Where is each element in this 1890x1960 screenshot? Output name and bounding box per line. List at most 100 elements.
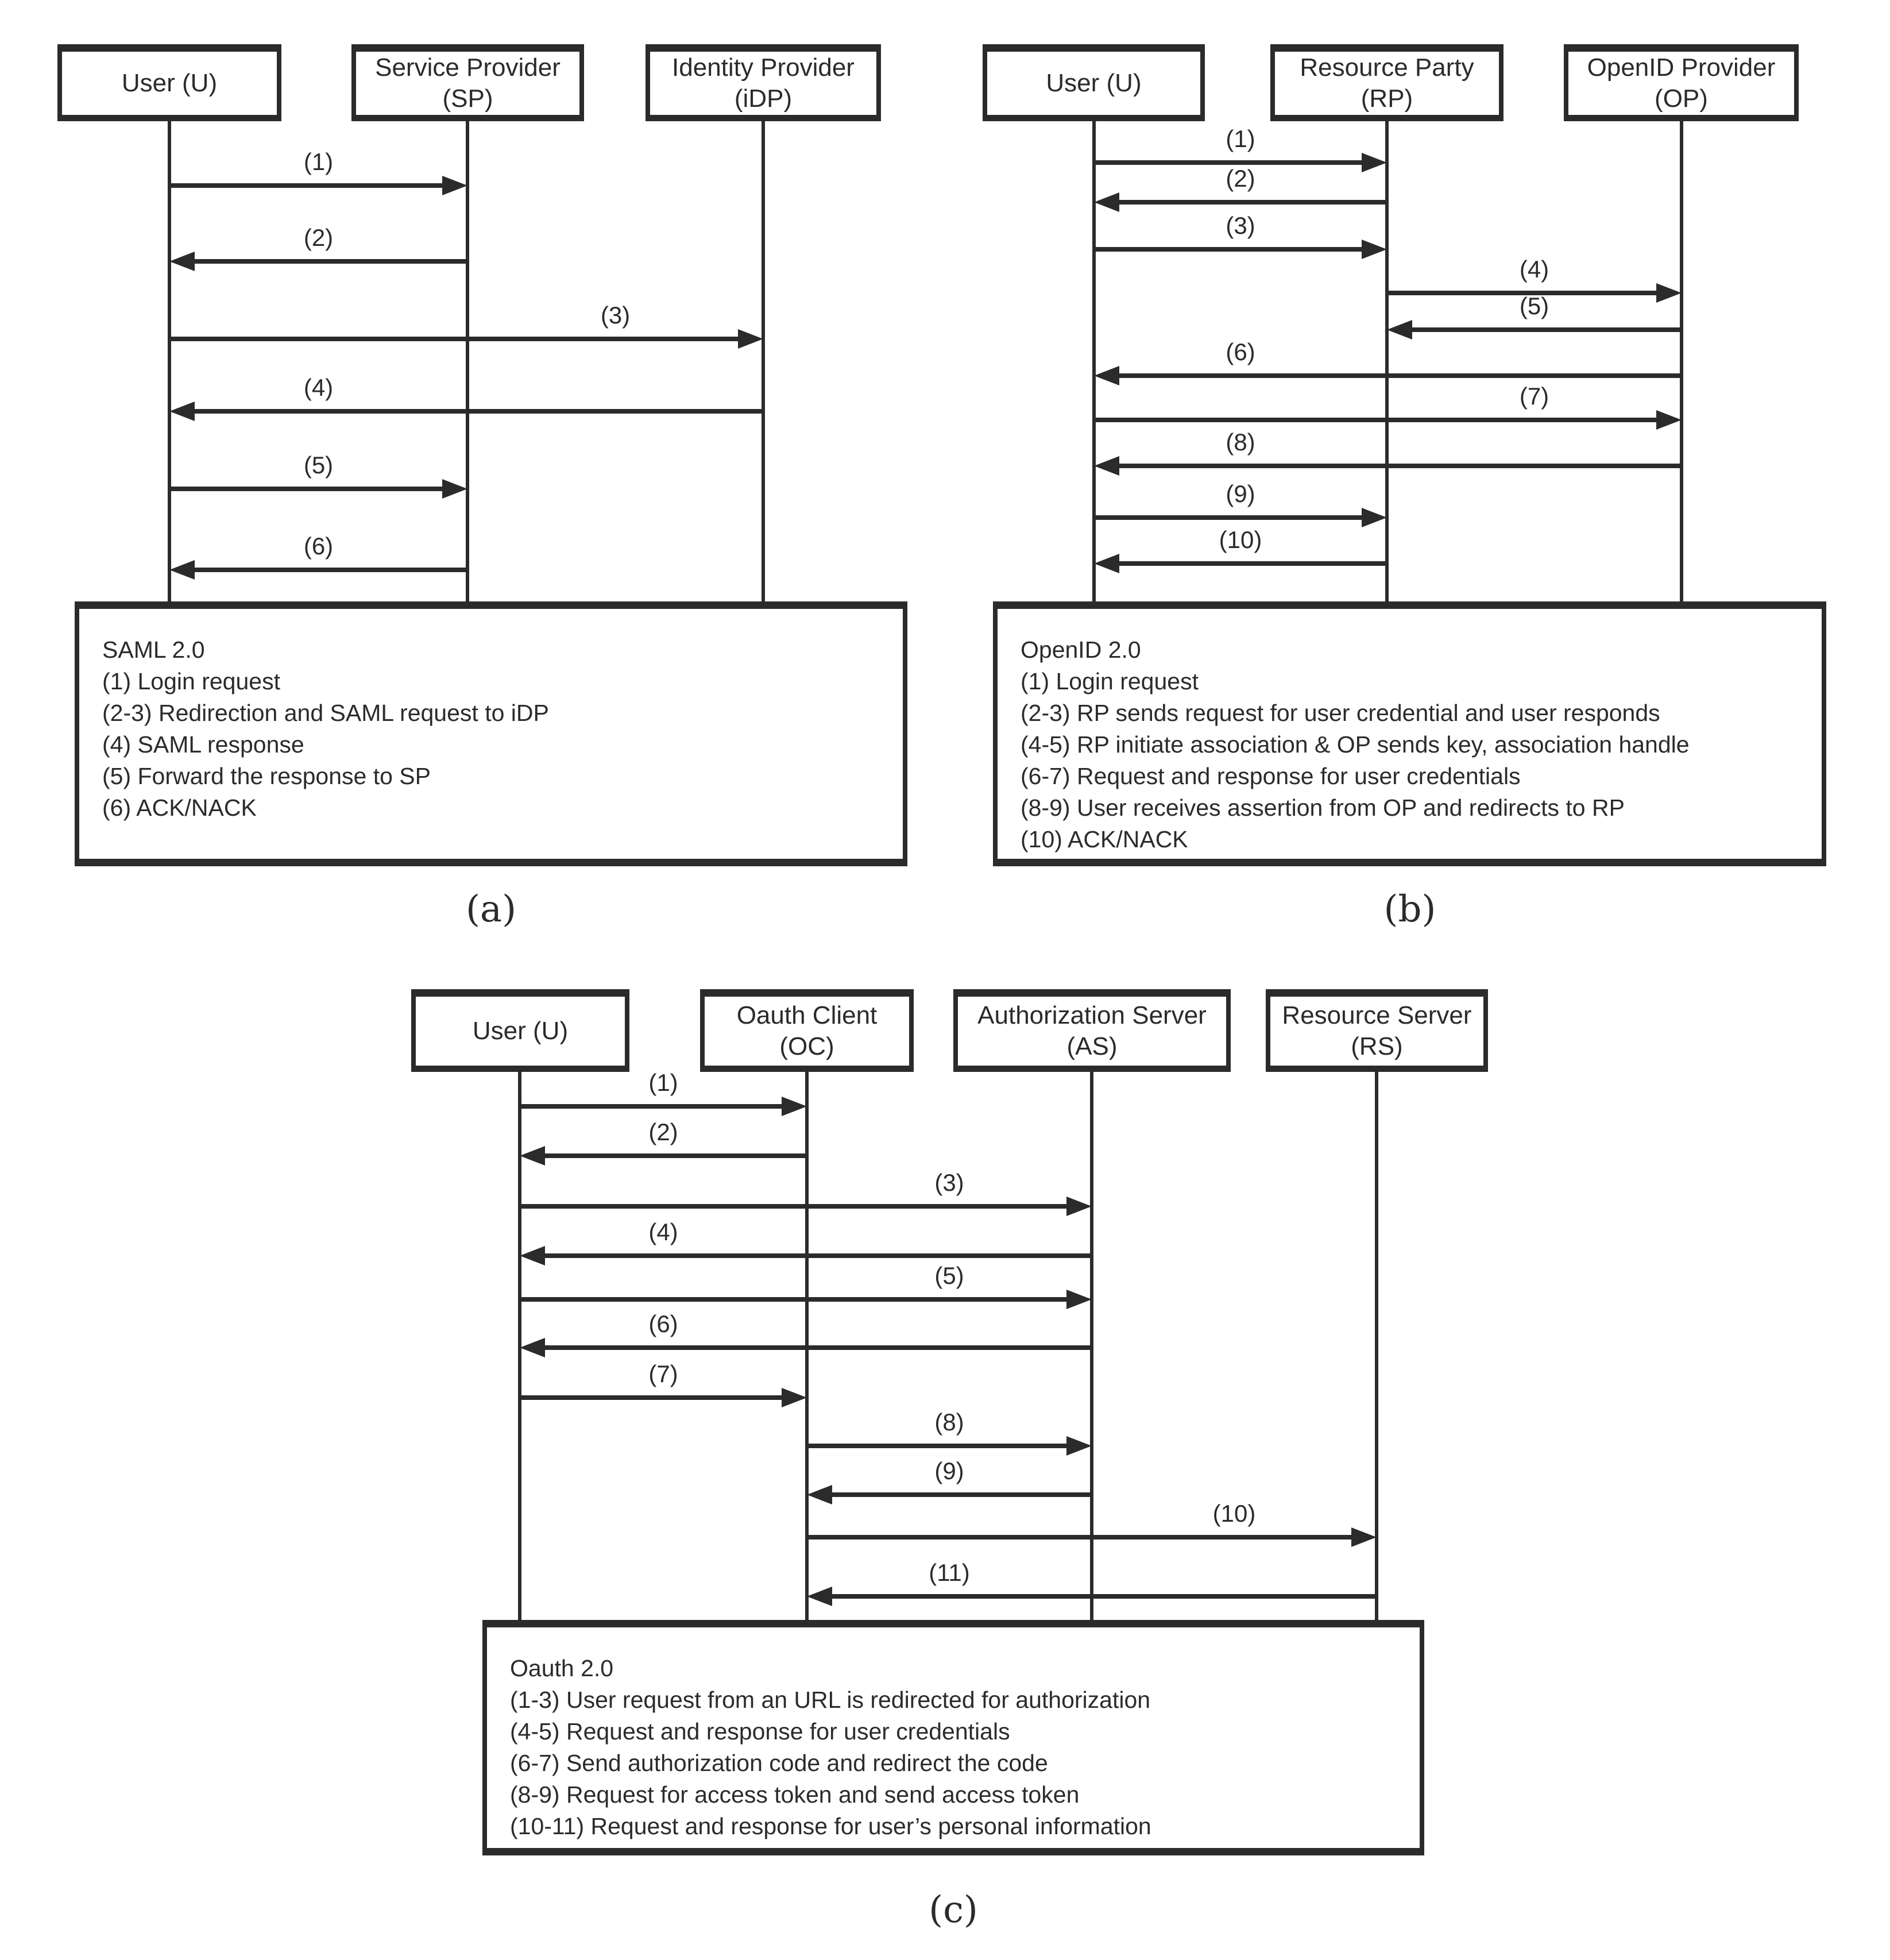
legend-line: (1) Login request (102, 668, 280, 695)
lifeline-sp (466, 121, 469, 601)
legend-line: (8-9) Request for access token and send … (510, 1781, 1080, 1808)
arrowhead-icon (1066, 1436, 1092, 1456)
message-arrow-shaft (1094, 160, 1366, 165)
arrowhead-icon (1362, 240, 1387, 259)
lifeline-as (1090, 1072, 1093, 1620)
actor-label: OpenID Provider (1587, 53, 1776, 82)
message-number: (6) (648, 1310, 678, 1337)
message-arrow-shaft (169, 337, 743, 341)
legend-line: (6) ACK/NACK (102, 794, 257, 821)
lifeline-rp (1385, 121, 1389, 601)
lifeline-u (168, 121, 171, 601)
actor-box-rp: Resource Party(RP) (1270, 44, 1504, 121)
actor-label: (OC) (779, 1032, 834, 1060)
arrowhead-icon (1066, 1290, 1092, 1309)
arrowhead-icon (782, 1097, 807, 1116)
message-arrow-shaft (807, 1535, 1356, 1540)
arrowhead-icon (1362, 508, 1387, 527)
message-number: (2) (1226, 165, 1255, 192)
legend-line: Oauth 2.0 (510, 1655, 614, 1681)
message-number: (3) (600, 302, 631, 329)
actor-box-u: User (U) (411, 989, 629, 1072)
actor-box-op: OpenID Provider(OP) (1564, 44, 1799, 121)
actor-label: Resource Party (1300, 53, 1474, 82)
actor-box-oc: Oauth Client(OC) (700, 989, 914, 1072)
message-number: (8) (1226, 429, 1255, 456)
message-arrow-shaft (190, 259, 467, 264)
actor-label: (AS) (1066, 1032, 1118, 1060)
legend-line: (5) Forward the response to SP (102, 762, 431, 789)
message-arrow-shaft (1115, 464, 1682, 468)
message-arrow-shaft (1094, 418, 1661, 422)
arrowhead-icon (520, 1146, 545, 1166)
message-arrow-shaft (1115, 373, 1682, 378)
message-number: (4) (648, 1218, 678, 1245)
arrowhead-icon (782, 1388, 807, 1407)
actor-label: (RS) (1351, 1032, 1403, 1060)
message-number: (7) (1519, 383, 1549, 410)
legend-line: (4-5) Request and response for user cred… (510, 1718, 1010, 1745)
actor-label: Service Provider (375, 53, 561, 82)
arrowhead-icon (1362, 153, 1387, 172)
message-arrow-shaft (540, 1153, 807, 1158)
message-arrow-shaft (540, 1345, 1092, 1350)
actor-label: (iDP) (734, 84, 793, 113)
legend-line: (10-11) Request and response for user’s … (510, 1812, 1151, 1839)
arrowhead-icon (1094, 366, 1119, 385)
message-number: (4) (1519, 256, 1549, 283)
arrowhead-icon (442, 479, 467, 499)
arrowhead-icon (520, 1246, 545, 1265)
lifeline-rs (1375, 1072, 1378, 1620)
panel-caption-b: (b) (1383, 888, 1436, 931)
legend-line: (6-7) Send authorization code and redire… (510, 1749, 1048, 1776)
actor-label: Oauth Client (736, 1001, 878, 1030)
arrowhead-icon (807, 1485, 832, 1504)
message-number: (9) (934, 1457, 964, 1484)
message-number: (10) (1219, 526, 1262, 553)
actor-box-sp: Service Provider(SP) (351, 44, 584, 121)
message-number: (1) (303, 148, 334, 175)
message-arrow-shaft (1094, 247, 1366, 252)
message-number: (9) (1226, 480, 1255, 507)
arrowhead-icon (1387, 320, 1412, 339)
arrowhead-icon (1066, 1197, 1092, 1216)
message-number: (4) (303, 374, 334, 401)
message-number: (6) (1226, 338, 1255, 365)
legend-line: (2-3) RP sends request for user credenti… (1021, 699, 1660, 726)
arrowhead-icon (1094, 192, 1119, 212)
legend-line: (10) ACK/NACK (1021, 825, 1188, 852)
lifeline-u (1092, 121, 1096, 601)
actor-label: Resource Server (1282, 1001, 1472, 1030)
message-arrow-shaft (1094, 515, 1366, 520)
arrowhead-icon (169, 402, 195, 421)
legend-line: (4) SAML response (102, 731, 304, 758)
legend-line: (1) Login request (1021, 668, 1199, 695)
message-arrow-shaft (828, 1492, 1092, 1497)
actor-label: (OP) (1655, 84, 1708, 113)
actor-label: (SP) (442, 84, 493, 113)
message-arrow-shaft (190, 409, 763, 414)
message-arrow-shaft (520, 1395, 786, 1400)
message-arrow-shaft (1115, 200, 1387, 205)
arrowhead-icon (738, 329, 763, 349)
actor-label: User (U) (121, 69, 218, 98)
legend-a: SAML 2.0(1) Login request(2-3) Redirecti… (75, 601, 907, 866)
message-arrow-shaft (190, 568, 467, 572)
legend-line: SAML 2.0 (102, 636, 205, 663)
message-arrow-shaft (169, 183, 447, 188)
legend-line: OpenID 2.0 (1021, 636, 1141, 663)
legend-line: (6-7) Request and response for user cred… (1021, 762, 1521, 789)
arrowhead-icon (1094, 554, 1119, 573)
legend-line: (8-9) User receives assertion from OP an… (1021, 794, 1625, 821)
message-number: (5) (934, 1262, 964, 1289)
message-arrow-shaft (1115, 561, 1387, 566)
message-arrow-shaft (520, 1297, 1071, 1302)
arrowhead-icon (169, 252, 195, 271)
actor-box-rs: Resource Server(RS) (1266, 989, 1488, 1072)
actor-box-u: User (U) (983, 44, 1205, 121)
message-arrow-shaft (169, 487, 447, 491)
arrowhead-icon (807, 1587, 832, 1606)
actor-label: (RP) (1361, 84, 1413, 113)
